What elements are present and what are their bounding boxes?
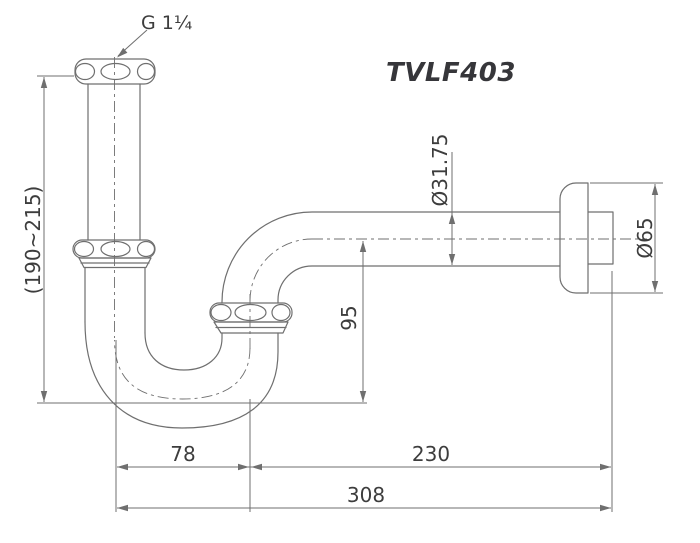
middle-nut-knurl-right	[136, 240, 156, 258]
riser-slip-nut-body	[209, 302, 293, 323]
wall-flange-body	[559, 182, 589, 294]
elbow-inner-curve	[277, 265, 561, 304]
total-right-arrow	[600, 504, 611, 512]
offset-right-arrow	[600, 463, 611, 471]
upper-nut-knurl-center	[100, 62, 131, 81]
depth-bottom-arrow	[359, 391, 367, 402]
model-number-title: TVLF403	[386, 58, 516, 88]
depth-top-arrow	[359, 241, 367, 252]
riser-nut-knurl-right	[271, 303, 291, 322]
dimension-lines	[43, 29, 656, 509]
upper-slip-nut-body	[74, 58, 156, 85]
trap-u-bend	[84, 266, 279, 429]
arrowheads	[40, 47, 659, 512]
thread-leader-arrow	[117, 47, 128, 58]
u-bend-centerline	[114, 339, 251, 400]
height-top-arrow	[40, 77, 48, 88]
flange-dia-bottom-arrow	[651, 281, 659, 292]
offset-left-label: 78	[170, 442, 195, 466]
offset-right-label: 230	[412, 442, 450, 466]
elbow-centerline	[249, 238, 313, 302]
riser-slip-nut	[209, 302, 293, 334]
annotations: G 1¼ TVLF403 Ø31.75 Ø65 (190~215) 95 78 …	[21, 12, 657, 507]
height-range-label: (190~215)	[21, 186, 45, 295]
total-left-arrow	[117, 504, 128, 512]
pipe-dia-top-arrow	[448, 213, 456, 224]
upper-nut-knurl-left	[74, 62, 96, 81]
elbow-outer-curve	[221, 211, 561, 304]
trap-depth-label: 95	[337, 305, 361, 330]
centerlines	[114, 57, 647, 400]
inlet-pipe	[87, 83, 141, 241]
wall-pipe-stub	[587, 211, 614, 265]
upper-nut-knurl-right	[136, 62, 156, 81]
middle-nut-knurl-center	[100, 240, 131, 258]
pipe-dia-bottom-arrow	[448, 254, 456, 265]
middle-slip-nut	[72, 239, 156, 269]
u-bend-inner-curve	[144, 332, 223, 371]
riser-nut-knurl-center	[234, 303, 267, 322]
total-width-label: 308	[347, 483, 385, 507]
flange-diameter-label: Ø65	[633, 217, 657, 258]
offset-left-right-arrow	[238, 463, 249, 471]
pipe-diameter-label: Ø31.75	[428, 134, 452, 207]
u-bend-outer-curve	[84, 321, 279, 429]
trap-body	[72, 58, 614, 429]
height-bottom-arrow	[40, 391, 48, 402]
middle-nut-collar	[78, 257, 152, 269]
offset-right-left-arrow	[251, 463, 262, 471]
middle-nut-knurl-left	[73, 240, 95, 258]
upper-slip-nut	[74, 58, 156, 85]
riser-nut-collar	[213, 321, 289, 334]
offset-left-arrow	[117, 463, 128, 471]
thread-size-label: G 1¼	[141, 12, 192, 34]
wall-flange	[559, 182, 614, 294]
extension-lines	[37, 75, 663, 512]
riser-nut-knurl-left	[210, 303, 232, 322]
outlet-elbow	[221, 211, 561, 304]
flange-dia-top-arrow	[651, 184, 659, 195]
